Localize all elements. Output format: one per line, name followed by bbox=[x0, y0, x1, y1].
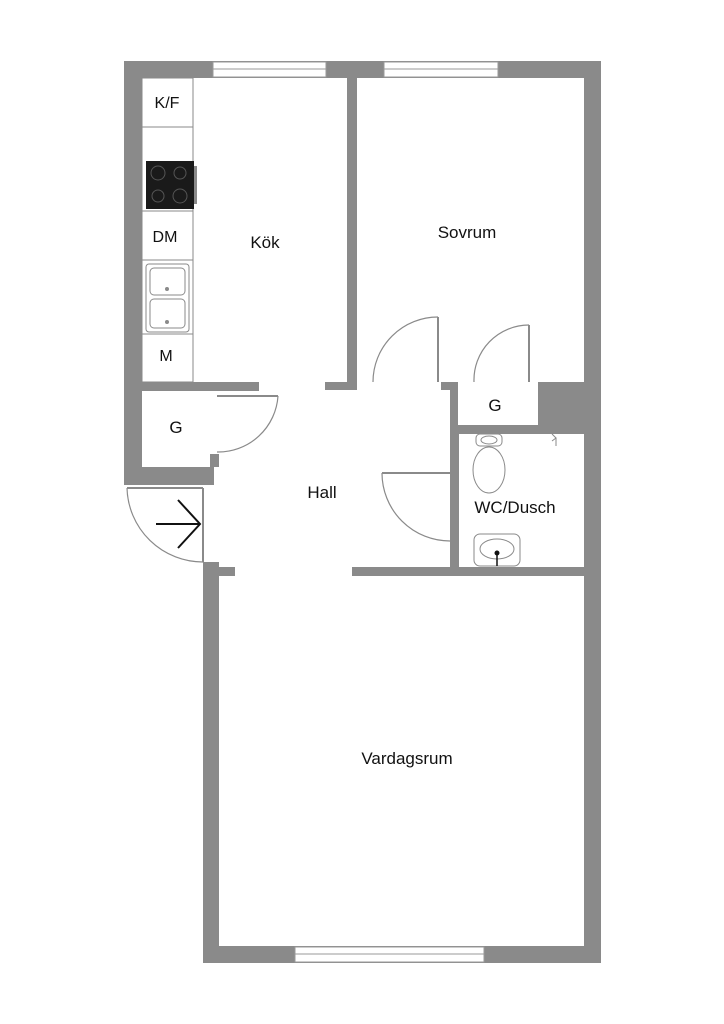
microwave-label: M bbox=[159, 348, 172, 365]
bathroom-door bbox=[381, 472, 451, 542]
entrance-arrow-icon bbox=[156, 499, 202, 549]
kitchen-sink-icon bbox=[145, 263, 190, 333]
interior-walls bbox=[142, 78, 584, 576]
entrance-door bbox=[126, 487, 204, 563]
bedroom-door bbox=[372, 316, 439, 383]
room-label-hall: Hall bbox=[307, 483, 336, 502]
window-living-room bbox=[294, 946, 485, 963]
toilet-icon bbox=[472, 433, 506, 494]
closet-left-door bbox=[216, 395, 279, 453]
room-label-living-room: Vardagsrum bbox=[361, 749, 452, 768]
dishwasher-label: DM bbox=[153, 229, 178, 246]
room-label-bathroom: WC/Dusch bbox=[474, 498, 555, 517]
room-label-bedroom: Sovrum bbox=[438, 223, 497, 242]
window-kitchen bbox=[212, 61, 327, 78]
stove-icon bbox=[146, 161, 197, 209]
window-bedroom bbox=[383, 61, 499, 78]
room-label-closet-right: G bbox=[488, 396, 501, 415]
room-label-kitchen: Kök bbox=[250, 233, 280, 252]
fridge-freezer-label: K/F bbox=[155, 95, 180, 112]
room-label-closet-left: G bbox=[169, 418, 182, 437]
shower-icon bbox=[551, 433, 557, 446]
washbasin-icon bbox=[473, 533, 521, 567]
closet-right-door bbox=[473, 324, 530, 383]
